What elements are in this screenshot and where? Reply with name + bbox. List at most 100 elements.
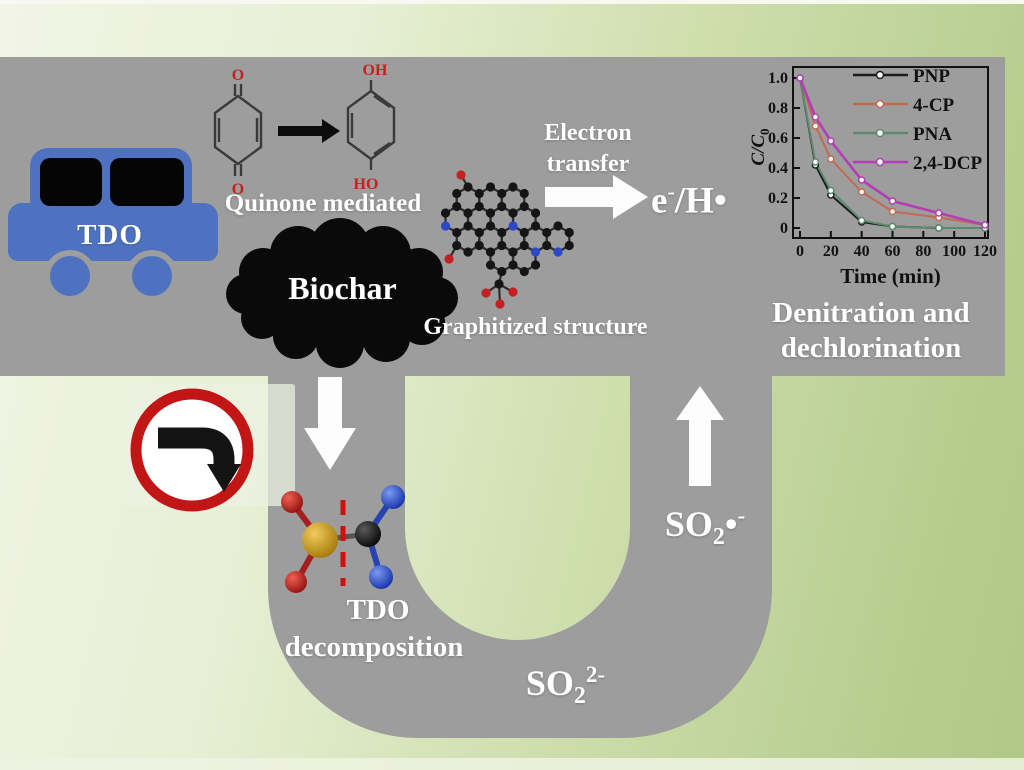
sulfur-atom <box>302 522 338 558</box>
biochar-cloud <box>226 218 458 368</box>
road-inner-island <box>405 376 630 640</box>
nitrogen-atom <box>508 221 518 231</box>
carbon-atom <box>474 240 484 251</box>
quinone-o-bottom: O <box>232 181 244 198</box>
data-point-marker <box>811 122 820 130</box>
carbon-atom <box>463 221 473 231</box>
carbon-atom <box>452 188 462 199</box>
y-tick-label: 0.8 <box>768 100 788 117</box>
electron-transfer-arrow-icon <box>545 175 648 219</box>
denitration-dechlorination-label: Denitration and dechlorination <box>772 297 970 364</box>
carbon-atom <box>497 266 507 277</box>
up-arrow-icon <box>676 386 724 486</box>
data-point-marker <box>857 188 866 196</box>
carbon-atom <box>519 266 529 277</box>
carbon-atom <box>508 247 518 257</box>
data-point-marker <box>888 207 897 216</box>
reaction-arrow <box>278 119 340 143</box>
data-point-marker <box>857 176 866 184</box>
oxygen-atom <box>285 571 307 593</box>
carbon-atom <box>519 227 529 238</box>
carbon-atom <box>485 182 496 192</box>
car-wheel-right <box>126 250 178 302</box>
nitrogen-atom <box>369 565 393 589</box>
carbon-atom <box>355 521 381 547</box>
x-tick-label: 60 <box>885 243 901 260</box>
legend-marker <box>875 128 885 138</box>
carbon-atom <box>485 247 496 257</box>
carbon-atom <box>485 221 496 231</box>
tdo-decomposition-label-line2: decomposition <box>284 631 464 663</box>
carbon-atom <box>530 208 541 218</box>
legend-marker <box>875 99 885 109</box>
carbon-atom <box>508 182 518 192</box>
carbon-atom <box>485 208 496 218</box>
carbon-atom <box>497 188 507 199</box>
bottom-border-strip <box>0 758 1024 770</box>
carbon-atom <box>463 182 473 192</box>
carbon-atom <box>452 240 462 251</box>
y-tick-label: 0.4 <box>768 160 788 177</box>
carbon-atom <box>519 201 529 212</box>
data-point-marker <box>811 158 820 166</box>
hydroquinone-ho-bottom: HO <box>354 176 379 193</box>
so2-radical-label: SO2•- <box>664 503 746 551</box>
chart-axes <box>792 66 989 239</box>
legend-label-PNA: PNA <box>913 124 952 145</box>
electron-transfer-label: Electron transfer <box>544 120 632 177</box>
carbon-atom <box>474 227 484 238</box>
x-tick-label: 120 <box>973 243 997 260</box>
carbon-atom <box>497 201 507 212</box>
tdo-decomposition-label-line1: TDO <box>346 594 410 626</box>
carbon-atom <box>508 260 518 270</box>
carbon-atom <box>519 240 529 251</box>
carbon-atom <box>564 240 574 251</box>
oxygen-atom <box>508 287 518 297</box>
x-tick-label: 80 <box>915 243 931 260</box>
nitrogen-atom <box>381 485 405 509</box>
x-tick-label: 100 <box>942 243 966 260</box>
oxygen-atom <box>444 254 454 264</box>
data-point-marker <box>796 74 804 82</box>
data-point-marker <box>827 155 835 163</box>
data-point-marker <box>935 224 943 232</box>
carbon-atom <box>530 221 541 231</box>
legend-label-4-CP: 4-CP <box>913 95 955 116</box>
nitrogen-atom <box>553 247 563 257</box>
hydroquinone-oh-top: OH <box>363 62 388 79</box>
data-point-marker <box>888 222 897 231</box>
quinone-scheme: O O OH HO <box>213 62 396 198</box>
legend-marker <box>875 157 885 167</box>
legend-label-2,4-DCP: 2,4-DCP <box>913 153 983 174</box>
chart-ylabel: C/C0 <box>748 128 772 166</box>
carbon-atom <box>494 279 504 289</box>
nitrogen-atom <box>530 247 541 257</box>
car-wheel-left <box>44 250 96 302</box>
carbon-atom <box>440 208 451 218</box>
carbon-atom <box>497 227 507 238</box>
carbon-atom <box>474 188 484 199</box>
carbon-atom <box>452 227 462 238</box>
tdo-molecule <box>281 485 405 593</box>
data-point-marker <box>935 209 943 217</box>
turn-right-road-sign-icon <box>130 388 254 512</box>
data-point-marker <box>857 216 866 225</box>
carbon-atom <box>530 260 541 270</box>
carbon-atom <box>553 221 563 231</box>
y-tick-label: 0.6 <box>768 130 788 147</box>
data-point-marker <box>827 186 835 195</box>
graphitized-structure-label: Graphitized structure <box>423 314 648 340</box>
chart-xlabel: Time (min) <box>840 264 941 288</box>
data-point-marker <box>888 197 897 205</box>
car-window-right <box>110 158 184 206</box>
car-window-left <box>40 158 102 206</box>
data-point-marker <box>827 137 835 145</box>
oxygen-atom <box>495 299 505 309</box>
carbon-atom <box>497 240 507 251</box>
data-point-marker <box>981 221 989 229</box>
carbon-atom <box>542 240 552 251</box>
electron-product-label: e-/H• <box>651 179 727 222</box>
carbon-atom <box>485 260 496 270</box>
